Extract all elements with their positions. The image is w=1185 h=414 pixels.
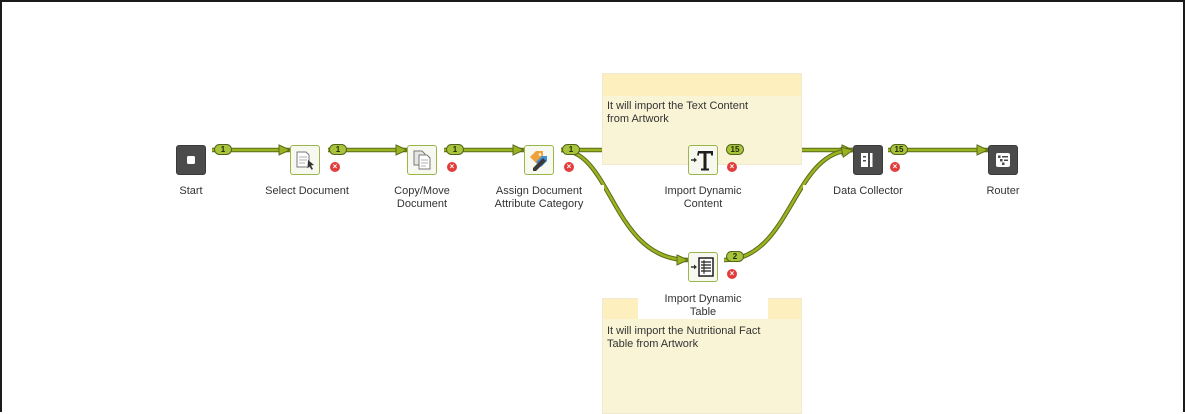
assign-category-node[interactable] [524, 145, 554, 175]
copy-move-document-label: Copy/Move Document [357, 185, 487, 211]
table-list-icon [691, 257, 714, 277]
select-document-badge: 1 [329, 144, 347, 155]
edge-assign-table[interactable] [560, 147, 690, 266]
data-collector-label: Data Collector [803, 185, 933, 198]
edge-table-collector[interactable] [723, 145, 855, 263]
copy-documents-icon [413, 150, 431, 170]
document-cursor-icon [296, 151, 314, 170]
edge-collector-router-arrowhead [976, 144, 990, 156]
collector-bars-icon [861, 153, 873, 167]
copy-move-document-badge: 1 [446, 144, 464, 155]
start-node[interactable] [176, 145, 206, 175]
edge-table-collector-arrowhead [840, 146, 855, 159]
import-dynamic-content-label: Import Dynamic Content [638, 185, 768, 211]
edge-start-select-arrowhead [278, 144, 292, 156]
text-t-icon [691, 151, 713, 171]
select-document-node[interactable] [290, 145, 320, 175]
note-nutritional-table-label: It will import the Nutritional Fact Tabl… [607, 325, 761, 350]
assign-category-badge: 1 [562, 144, 580, 155]
import-dynamic-table-error-icon[interactable]: × [727, 269, 737, 279]
import-dynamic-table-badge: 2 [726, 251, 744, 262]
copy-move-document-node[interactable] [407, 145, 437, 175]
select-document-error-icon[interactable]: × [330, 162, 340, 172]
note-text-content[interactable]: It will import the Text Content from Art… [602, 73, 802, 165]
edge-assign-table-arrowhead [676, 254, 690, 266]
import-dynamic-content-badge: 15 [726, 144, 744, 155]
import-dynamic-table-node[interactable] [688, 252, 718, 282]
router-label: Router [938, 185, 1068, 198]
start-badge: 1 [214, 144, 232, 155]
router-node[interactable] [988, 145, 1018, 175]
copy-move-document-error-icon[interactable]: × [447, 162, 457, 172]
import-dynamic-table-label: Import Dynamic Table [638, 293, 768, 319]
assign-category-error-icon[interactable]: × [564, 162, 574, 172]
router-branch-icon [996, 153, 1010, 167]
tag-pencil-icon [530, 151, 547, 171]
stop-square-icon [187, 156, 195, 164]
select-document-label: Select Document [242, 185, 372, 198]
import-dynamic-content-node[interactable] [688, 145, 718, 175]
start-label: Start [126, 185, 256, 198]
data-collector-error-icon[interactable]: × [890, 162, 900, 172]
note-text-content-label: It will import the Text Content from Art… [607, 100, 749, 125]
import-dynamic-content-error-icon[interactable]: × [727, 162, 737, 172]
data-collector-node[interactable] [853, 145, 883, 175]
edge-copy-assign-arrowhead [512, 144, 526, 156]
assign-category-label: Assign Document Attribute Category [474, 185, 604, 211]
data-collector-badge: 15 [890, 144, 908, 155]
edge-select-copy-arrowhead [395, 144, 409, 156]
